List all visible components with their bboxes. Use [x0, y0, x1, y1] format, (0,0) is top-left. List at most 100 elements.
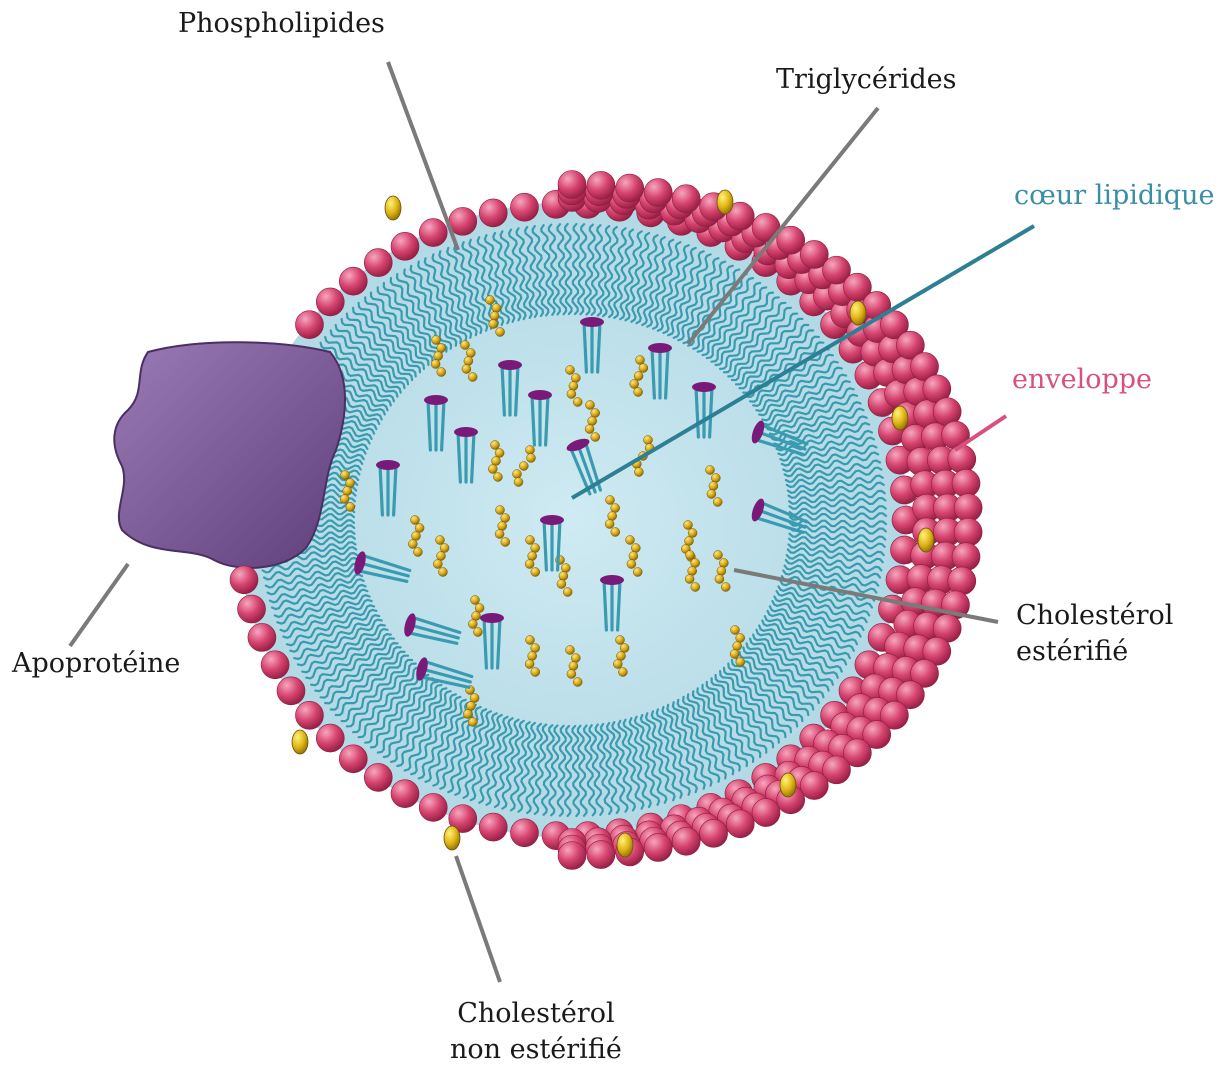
phospholipid-head	[295, 311, 323, 339]
cholesterol-free	[918, 528, 934, 552]
cholesterol-ester-bead	[736, 634, 745, 643]
cholesterol-ester-bead	[713, 498, 722, 507]
cholesterol-ester-bead	[639, 364, 648, 373]
cholesterol-ester-bead	[569, 382, 578, 391]
cholesterol-ester-bead	[513, 470, 522, 479]
cholesterol-ester-bead	[626, 536, 635, 545]
cholesterol-ester-bead	[488, 465, 497, 474]
phospholipid-head	[644, 833, 672, 861]
cholesterol-ester-bead	[715, 575, 724, 584]
phospholipid-head	[295, 701, 323, 729]
phospholipid-head	[952, 469, 980, 497]
cholesterol-ester-bead	[688, 567, 697, 576]
cholesterol-ester-bead	[684, 521, 693, 530]
cholesterol-ester-bead	[591, 433, 600, 442]
cholesterol-ester-bead	[531, 668, 540, 677]
leader-apoproteine	[70, 564, 128, 646]
cholesterol-ester-bead	[468, 718, 477, 727]
cholesterol-ester-bead	[531, 544, 540, 553]
cholesterol-ester-bead	[631, 544, 640, 553]
cholesterol-ester-bead	[514, 478, 523, 487]
cholesterol-ester-bead	[470, 694, 479, 703]
cholesterol-ester-bead	[573, 398, 582, 407]
phospholipid-head	[316, 724, 344, 752]
cholesterol-ester-bead	[627, 560, 636, 569]
cholesterol-ester-bead	[433, 560, 442, 569]
cholesterol-ester-bead	[436, 536, 445, 545]
phospholipid-head	[364, 763, 392, 791]
phospholipid-head	[419, 793, 447, 821]
cholesterol-ester-bead	[685, 575, 694, 584]
cholesterol-ester-bead	[531, 568, 540, 577]
cholesterol-ester-bead	[691, 583, 700, 592]
cholesterol-ester-bead	[519, 462, 528, 471]
cholesterol-ester-bead	[636, 356, 645, 365]
cholesterol-ester-bead	[606, 496, 615, 505]
cholesterol-ester-bead	[346, 503, 355, 512]
cholesterol-free	[717, 190, 733, 214]
cholesterol-ester-bead	[567, 670, 576, 679]
cholesterol-ester-bead	[528, 652, 537, 661]
label-triglycerides: Triglycérides	[776, 62, 956, 98]
cholesterol-ester-bead	[591, 409, 600, 418]
phospholipid-head	[261, 651, 289, 679]
cholesterol-free	[617, 833, 633, 857]
cholesterol-ester-bead	[730, 650, 739, 659]
phospholipid-head	[391, 232, 419, 260]
phospholipid-head	[510, 819, 538, 847]
cholesterol-ester-bead	[466, 349, 475, 358]
cholesterol-ester-bead	[412, 532, 421, 541]
cholesterol-free	[892, 406, 908, 430]
cholesterol-ester-bead	[605, 520, 614, 529]
cholesterol-ester-bead	[489, 320, 498, 329]
cholesterol-ester-bead	[571, 374, 580, 383]
cholesterol-ester-bead	[573, 678, 582, 687]
cholesterol-ester-bead	[685, 537, 694, 546]
cholesterol-ester-bead	[498, 522, 507, 531]
cholesterol-ester-bead	[719, 559, 728, 568]
cholesterol-ester-bead	[495, 530, 504, 539]
cholesterol-ester-bead	[629, 552, 638, 561]
cholesterol-ester-bead	[491, 441, 500, 450]
label-phospholipides: Phospholipides	[178, 6, 385, 42]
cholesterol-ester-bead	[492, 457, 501, 466]
label-cholesterol-non-esterifie: Cholestérol non estérifié	[450, 996, 622, 1068]
cholesterol-ester-bead	[343, 487, 352, 496]
phospholipid-head	[954, 518, 982, 546]
cholesterol-ester-bead	[432, 336, 441, 345]
cholesterol-ester-bead	[413, 548, 422, 557]
cholesterol-ester-bead	[525, 660, 534, 669]
cholesterol-ester-bead	[473, 628, 482, 637]
phospholipid-head	[316, 288, 344, 316]
cholesterol-free	[385, 196, 401, 220]
cholesterol-ester-bead	[557, 580, 566, 589]
cholesterol-ester-bead	[608, 512, 617, 521]
phospholipid-head	[954, 494, 982, 522]
phospholipid-head	[277, 677, 305, 705]
cholesterol-ester-bead	[611, 504, 620, 513]
phospholipid-head	[726, 810, 754, 838]
cholesterol-ester-bead	[525, 560, 534, 569]
leader-phospholipides	[388, 62, 458, 250]
cholesterol-ester-bead	[434, 352, 443, 361]
cholesterol-ester-bead	[736, 658, 745, 667]
phospholipid-head	[419, 219, 447, 247]
cholesterol-ester-bead	[566, 646, 575, 655]
cholesterol-ester-bead	[462, 365, 471, 374]
cholesterol-ester-bead	[501, 538, 510, 547]
cholesterol-ester-bead	[586, 401, 595, 410]
cholesterol-ester-bead	[346, 479, 355, 488]
cholesterol-ester-bead	[733, 642, 742, 651]
cholesterol-ester-bead	[492, 304, 501, 313]
cholesterol-ester-bead	[490, 312, 499, 321]
cholesterol-ester-bead	[486, 296, 495, 305]
cholesterol-ester-bead	[561, 564, 570, 573]
phospholipid-head	[248, 623, 276, 651]
cholesterol-ester-bead	[437, 344, 446, 353]
phospholipid-head	[948, 567, 976, 595]
phospholipid-head	[587, 841, 615, 869]
cholesterol-ester-bead	[566, 366, 575, 375]
cholesterol-ester-bead	[634, 468, 643, 477]
label-cholesterol-esterifie-line1: Cholestérol	[1016, 598, 1173, 634]
cholesterol-ester-bead	[571, 654, 580, 663]
